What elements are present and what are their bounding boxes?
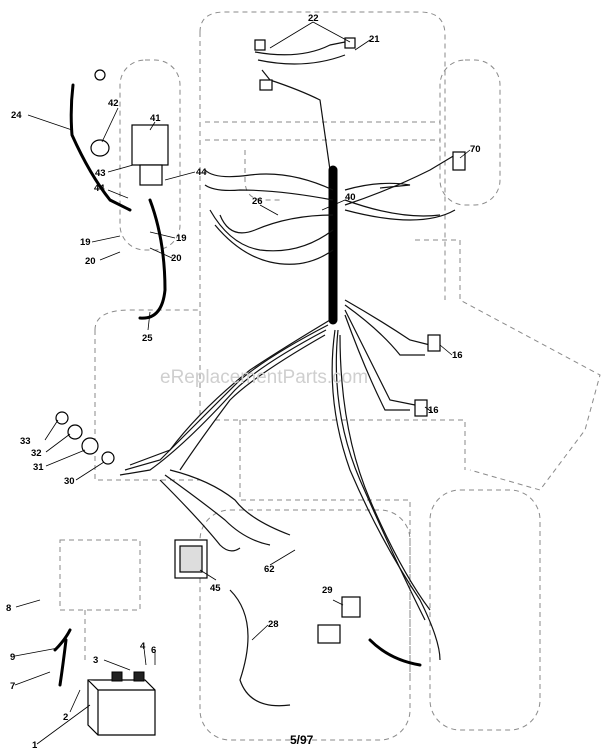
part-32 xyxy=(67,424,83,440)
callout-label: 7 xyxy=(10,681,15,692)
callout-label: 6 xyxy=(151,645,156,656)
callout-label: 41 xyxy=(150,113,161,124)
components xyxy=(55,37,466,736)
callout-label: 33 xyxy=(20,436,31,447)
callout-label: 62 xyxy=(264,564,275,575)
connector-29b xyxy=(317,624,341,644)
callout-label: 26 xyxy=(252,196,263,207)
battery-terminal-neg xyxy=(133,671,145,682)
callout-label: 32 xyxy=(31,448,42,459)
callout-label: 9 xyxy=(10,652,15,663)
key-switch-42 xyxy=(90,139,110,157)
callout-label: 40 xyxy=(345,192,356,203)
watermark-text: eReplacementParts.com xyxy=(160,367,368,388)
tractor-outline xyxy=(59,11,601,741)
battery-terminal-pos xyxy=(111,671,123,682)
callout-label: 31 xyxy=(33,462,44,473)
callout-label: 4 xyxy=(140,641,146,652)
callout-label: 1 xyxy=(32,740,38,750)
callout-label: 24 xyxy=(11,110,22,121)
part-31 xyxy=(81,437,99,455)
connector-22a xyxy=(254,39,266,51)
callout-label: 19 xyxy=(176,233,187,244)
callout-label: 2 xyxy=(63,712,68,723)
callout-label: 16 xyxy=(452,350,463,361)
callout-label: 70 xyxy=(470,144,481,155)
callout-label: 19 xyxy=(80,237,91,248)
callout-label: 3 xyxy=(93,655,98,666)
eyelet-24 xyxy=(94,69,106,81)
solenoid-43 xyxy=(131,124,169,166)
connector-70 xyxy=(452,151,466,171)
switch-16b xyxy=(414,399,428,417)
callout-label: 20 xyxy=(171,253,182,264)
callout-label: 44 xyxy=(94,183,105,194)
callout-label: 25 xyxy=(142,333,153,344)
callout-label: 8 xyxy=(6,603,11,614)
leader-lines xyxy=(14,21,471,745)
switch-16a xyxy=(427,334,441,352)
part-30 xyxy=(101,451,115,465)
battery-1 xyxy=(87,679,156,736)
callout-label: 16 xyxy=(428,405,439,416)
callout-label: 45 xyxy=(210,583,221,594)
date-code: 5/97 xyxy=(290,733,314,747)
connector-22b xyxy=(344,37,356,49)
callout-label: 42 xyxy=(108,98,119,109)
callout-label: 30 xyxy=(64,476,75,487)
part-33 xyxy=(55,411,69,425)
callout-label: 22 xyxy=(308,13,319,24)
callout-label: 43 xyxy=(95,168,106,179)
callout-label: 29 xyxy=(322,585,333,596)
connector-21 xyxy=(259,79,273,91)
wiring-harness xyxy=(53,39,456,707)
callout-labels: 22 21 24 42 41 43 44 44 19 19 20 20 26 4… xyxy=(6,13,481,750)
callout-label: 44 xyxy=(196,167,207,178)
fuse-holder-29 xyxy=(341,596,361,618)
callout-label: 28 xyxy=(268,619,279,630)
callout-label: 20 xyxy=(85,256,96,267)
solenoid-base xyxy=(139,164,163,186)
callout-label: 21 xyxy=(369,34,380,45)
